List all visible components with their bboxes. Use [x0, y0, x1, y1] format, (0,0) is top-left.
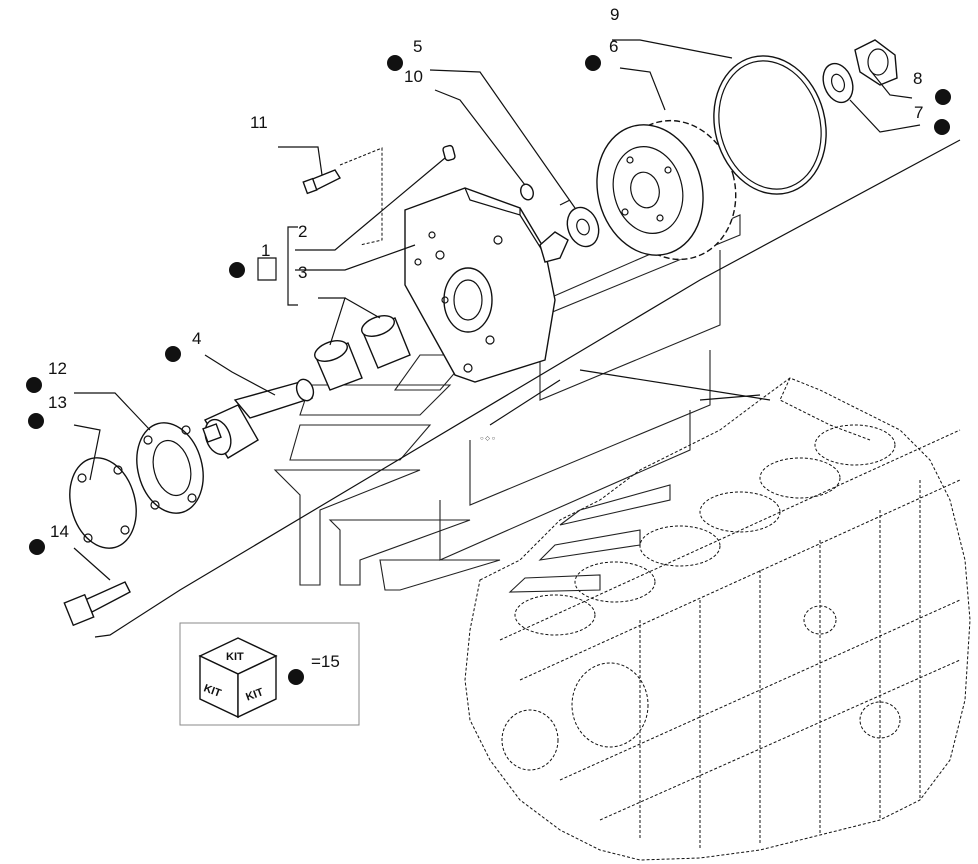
separator-lines [94, 139, 961, 638]
callout-9: 9 [610, 5, 619, 24]
callout-3: 3 [298, 263, 307, 282]
kit-label-right: KIT [244, 686, 265, 703]
seal-washer-part [822, 62, 854, 104]
nut-part [854, 39, 898, 86]
callout-6: 6 [609, 37, 618, 56]
bushing-parts [314, 315, 411, 391]
callout-labels: 1 2 3 4 5 6 7 8 9 10 11 12 13 14 [48, 5, 923, 541]
callout-10: 10 [404, 67, 423, 86]
leader-lines [73, 39, 921, 581]
callout-markers [26, 55, 951, 555]
gasket-part [69, 457, 137, 549]
pump-housing-part [404, 187, 569, 383]
svg-text:○ ◇ ○: ○ ◇ ○ [480, 436, 496, 442]
callout-2: 2 [298, 222, 307, 241]
kit-equals-label: =15 [311, 652, 340, 671]
small-bolt-part [302, 147, 383, 246]
small-oring-part [520, 183, 534, 201]
callout-14: 14 [50, 522, 69, 541]
callout-1: 1 [261, 241, 270, 260]
callout-5: 5 [413, 37, 422, 56]
kit-label-top: KIT [226, 651, 244, 663]
kit-label-left: KIT [202, 682, 223, 699]
engine-block-outline [464, 377, 971, 861]
kit-cube-icon: KIT KIT KIT [198, 637, 278, 719]
callout-12: 12 [48, 359, 67, 378]
callout-4: 4 [192, 329, 201, 348]
shaft-part [202, 378, 315, 459]
flange-bolt-part [63, 581, 131, 627]
kit-legend: KIT KIT KIT =15 [179, 622, 360, 726]
dowel-pin-part [442, 144, 456, 162]
cover-plate-part [136, 422, 204, 514]
callout-13: 13 [48, 393, 67, 412]
callout-11: 11 [250, 113, 268, 132]
gear-part [596, 119, 737, 261]
callout-7: 7 [914, 103, 923, 122]
large-oring-part [713, 55, 827, 195]
washer-part [566, 206, 600, 248]
flow-arrows: ○ ◇ ○ [273, 214, 771, 593]
callout-8: 8 [913, 69, 922, 88]
